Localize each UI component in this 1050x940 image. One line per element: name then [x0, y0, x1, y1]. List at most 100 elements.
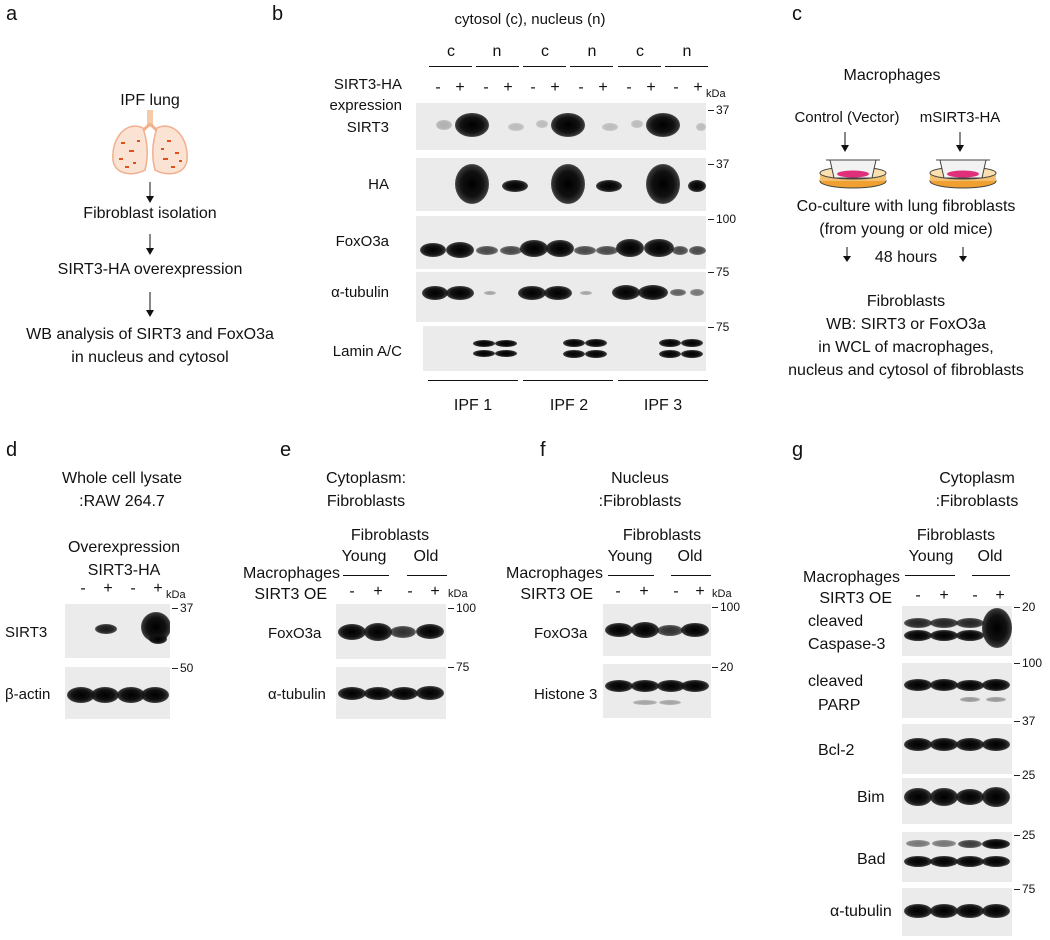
group-line — [608, 575, 654, 576]
blot-cleaved-caspase3 — [902, 606, 1012, 656]
group-line — [428, 380, 518, 381]
blot-label: FoxO3a — [534, 625, 588, 642]
group-label: IPF 2 — [549, 397, 589, 414]
blot-label: cleaved — [808, 673, 864, 690]
lane-sign: + — [430, 583, 440, 600]
group-line — [618, 380, 708, 381]
panel-e-letter: e — [280, 439, 292, 461]
panel-a-step3-line2: in nucleus and cytosol — [71, 349, 229, 366]
marker-tick — [708, 272, 714, 273]
group-line — [665, 66, 708, 67]
blot-label: Bad — [857, 851, 886, 868]
marker-tick — [1014, 889, 1020, 890]
marker-tick — [708, 219, 714, 220]
lane-sign: + — [550, 79, 560, 96]
panel-e-title-line1: Cytoplasm: — [325, 470, 407, 487]
lane-sign: - — [615, 583, 621, 600]
lane-sign: - — [80, 580, 86, 597]
blot-label: Bim — [857, 789, 885, 806]
blot-foxo3a — [603, 604, 711, 656]
marker-tick — [708, 327, 714, 328]
blot-sirt3 — [65, 604, 170, 658]
marker-label: 75 — [716, 265, 730, 279]
macrophages-label: Macrophages — [243, 565, 340, 582]
marker-label: 37 — [180, 601, 194, 615]
marker-tick — [1014, 721, 1020, 722]
lane-sign: + — [455, 79, 465, 96]
blot-beta-actin — [65, 667, 170, 719]
panel-b-letter: b — [272, 3, 284, 25]
panel-g-title-line1: Cytoplasm — [939, 470, 1015, 487]
blot-label: α-tubulin — [331, 284, 389, 301]
marker-tick — [1014, 663, 1020, 664]
group-line — [905, 575, 955, 576]
panel-f-title-line1: Nucleus — [611, 470, 669, 487]
lane-sign: + — [939, 587, 949, 604]
panel-c-right-label: mSIRT3-HA — [919, 109, 1001, 126]
arrow-down-icon — [146, 292, 154, 317]
group-line — [343, 575, 389, 576]
panel-a-step3-line1: WB analysis of SIRT3 and FoxO3a — [26, 326, 274, 343]
group-line — [523, 66, 566, 67]
blot-label: FoxO3a — [268, 625, 322, 642]
kda-unit: kDa — [706, 88, 726, 100]
group-line — [476, 66, 519, 67]
fibroblasts-label: Fibroblasts — [916, 527, 996, 544]
kda-unit: kDa — [712, 588, 732, 600]
lane-sign: - — [578, 79, 584, 96]
row-label: expression — [329, 97, 402, 114]
panel-c-out-line3: in WCL of macrophages, — [818, 339, 994, 356]
panel-a-letter: a — [6, 3, 18, 25]
marker-label: 100 — [1022, 656, 1043, 670]
lane-sign: + — [693, 79, 703, 96]
lane-sign: - — [530, 79, 536, 96]
transwell-dish-icon — [929, 159, 997, 189]
marker-label: 25 — [1022, 768, 1036, 782]
marker-tick — [712, 667, 718, 668]
blot-alpha-tubulin — [902, 888, 1012, 936]
lung-illustration-icon — [112, 110, 188, 175]
lane-sign: - — [435, 79, 441, 96]
fibroblasts-label: Fibroblasts — [350, 527, 430, 544]
row-label: SIRT3-HA — [333, 76, 402, 93]
panel-b-header: cytosol (c), nucleus (n) — [454, 11, 606, 28]
blot-bim — [902, 778, 1012, 824]
group-line — [523, 380, 613, 381]
blot-foxo3a — [336, 604, 446, 659]
panel-g-letter: g — [792, 439, 804, 461]
transwell-dish-icon — [819, 159, 887, 189]
marker-label: 75 — [1022, 882, 1036, 896]
panel-a-step1: Fibroblast isolation — [83, 205, 217, 222]
young-label: Young — [341, 548, 387, 565]
marker-label: 75 — [456, 660, 470, 674]
lane-sign: - — [349, 583, 355, 600]
compartment-label: c — [636, 43, 644, 60]
marker-tick — [1014, 607, 1020, 608]
marker-label: 20 — [1022, 600, 1036, 614]
panel-c-coculture-line2: (from young or old mice) — [819, 221, 993, 238]
marker-label: 50 — [180, 661, 194, 675]
compartment-label: n — [587, 43, 597, 60]
young-label: Young — [607, 548, 653, 565]
lane-sign: - — [972, 587, 978, 604]
panel-a-step2: SIRT3-HA overexpression — [57, 261, 243, 278]
panel-c-out-line4: nucleus and cytosol of fibroblasts — [788, 362, 1024, 379]
blot-label: cleaved — [808, 613, 864, 630]
marker-label: 25 — [1022, 828, 1036, 842]
lane-sign: - — [673, 583, 679, 600]
lane-sign: + — [153, 580, 163, 597]
blot-label: PARP — [818, 697, 861, 714]
lane-sign: - — [407, 583, 413, 600]
blot-histone3 — [603, 664, 711, 718]
panel-c-letter: c — [792, 3, 802, 25]
blot-cleaved-parp — [902, 663, 1012, 718]
marker-tick — [712, 607, 718, 608]
marker-tick — [172, 668, 178, 669]
sirt3-oe-label: SIRT3 OE — [819, 590, 892, 607]
arrow-down-icon — [843, 247, 851, 262]
panel-d-sub-line2: SIRT3-HA — [87, 562, 161, 579]
group-line — [972, 575, 1010, 576]
arrow-down-icon — [841, 132, 849, 152]
blot-sirt3 — [416, 103, 706, 150]
blot-bcl2 — [902, 724, 1012, 774]
